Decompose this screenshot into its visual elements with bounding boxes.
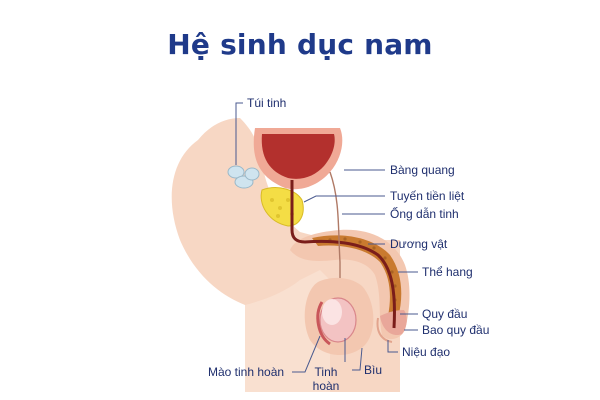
- vas-deferens: [329, 171, 341, 320]
- label-seminal-vesicle: Túi tinh: [247, 96, 287, 110]
- epididymis: [316, 301, 331, 346]
- label-testis: Tinh hoàn: [312, 365, 340, 393]
- label-scrotum: Bìu: [364, 363, 383, 377]
- label-penis: Dương vật: [390, 237, 448, 251]
- corpus-texture: [328, 237, 397, 314]
- label-glans: Quy đầu: [422, 307, 468, 321]
- leader-epididymis: [292, 335, 321, 373]
- label-foreskin: Bao quy đầu: [422, 323, 490, 337]
- diagram-title: Hệ sinh dục nam: [167, 28, 433, 61]
- label-urethra: Niệu đạo: [402, 345, 451, 359]
- leader-urethra: [387, 340, 398, 353]
- leader-lines: [235, 102, 418, 373]
- foreskin: [376, 317, 393, 343]
- leader-scrotum: [352, 347, 363, 371]
- leader-seminal-vesicle: [235, 102, 243, 165]
- label-epididymis: Mào tinh hoàn: [208, 365, 285, 379]
- urethra-path: [290, 180, 396, 329]
- label-bladder: Bàng quang: [390, 163, 455, 177]
- seminal-vesicle: [227, 165, 260, 189]
- label-vas-deferens: Ống dẫn tinh: [390, 207, 459, 221]
- label-prostate: Tuyến tiền liệt: [390, 189, 465, 203]
- bladder-inner: [261, 134, 335, 179]
- leader-prostate: [303, 195, 385, 203]
- testis-highlight: [322, 299, 342, 325]
- label-corpus: Thể hang: [422, 265, 473, 279]
